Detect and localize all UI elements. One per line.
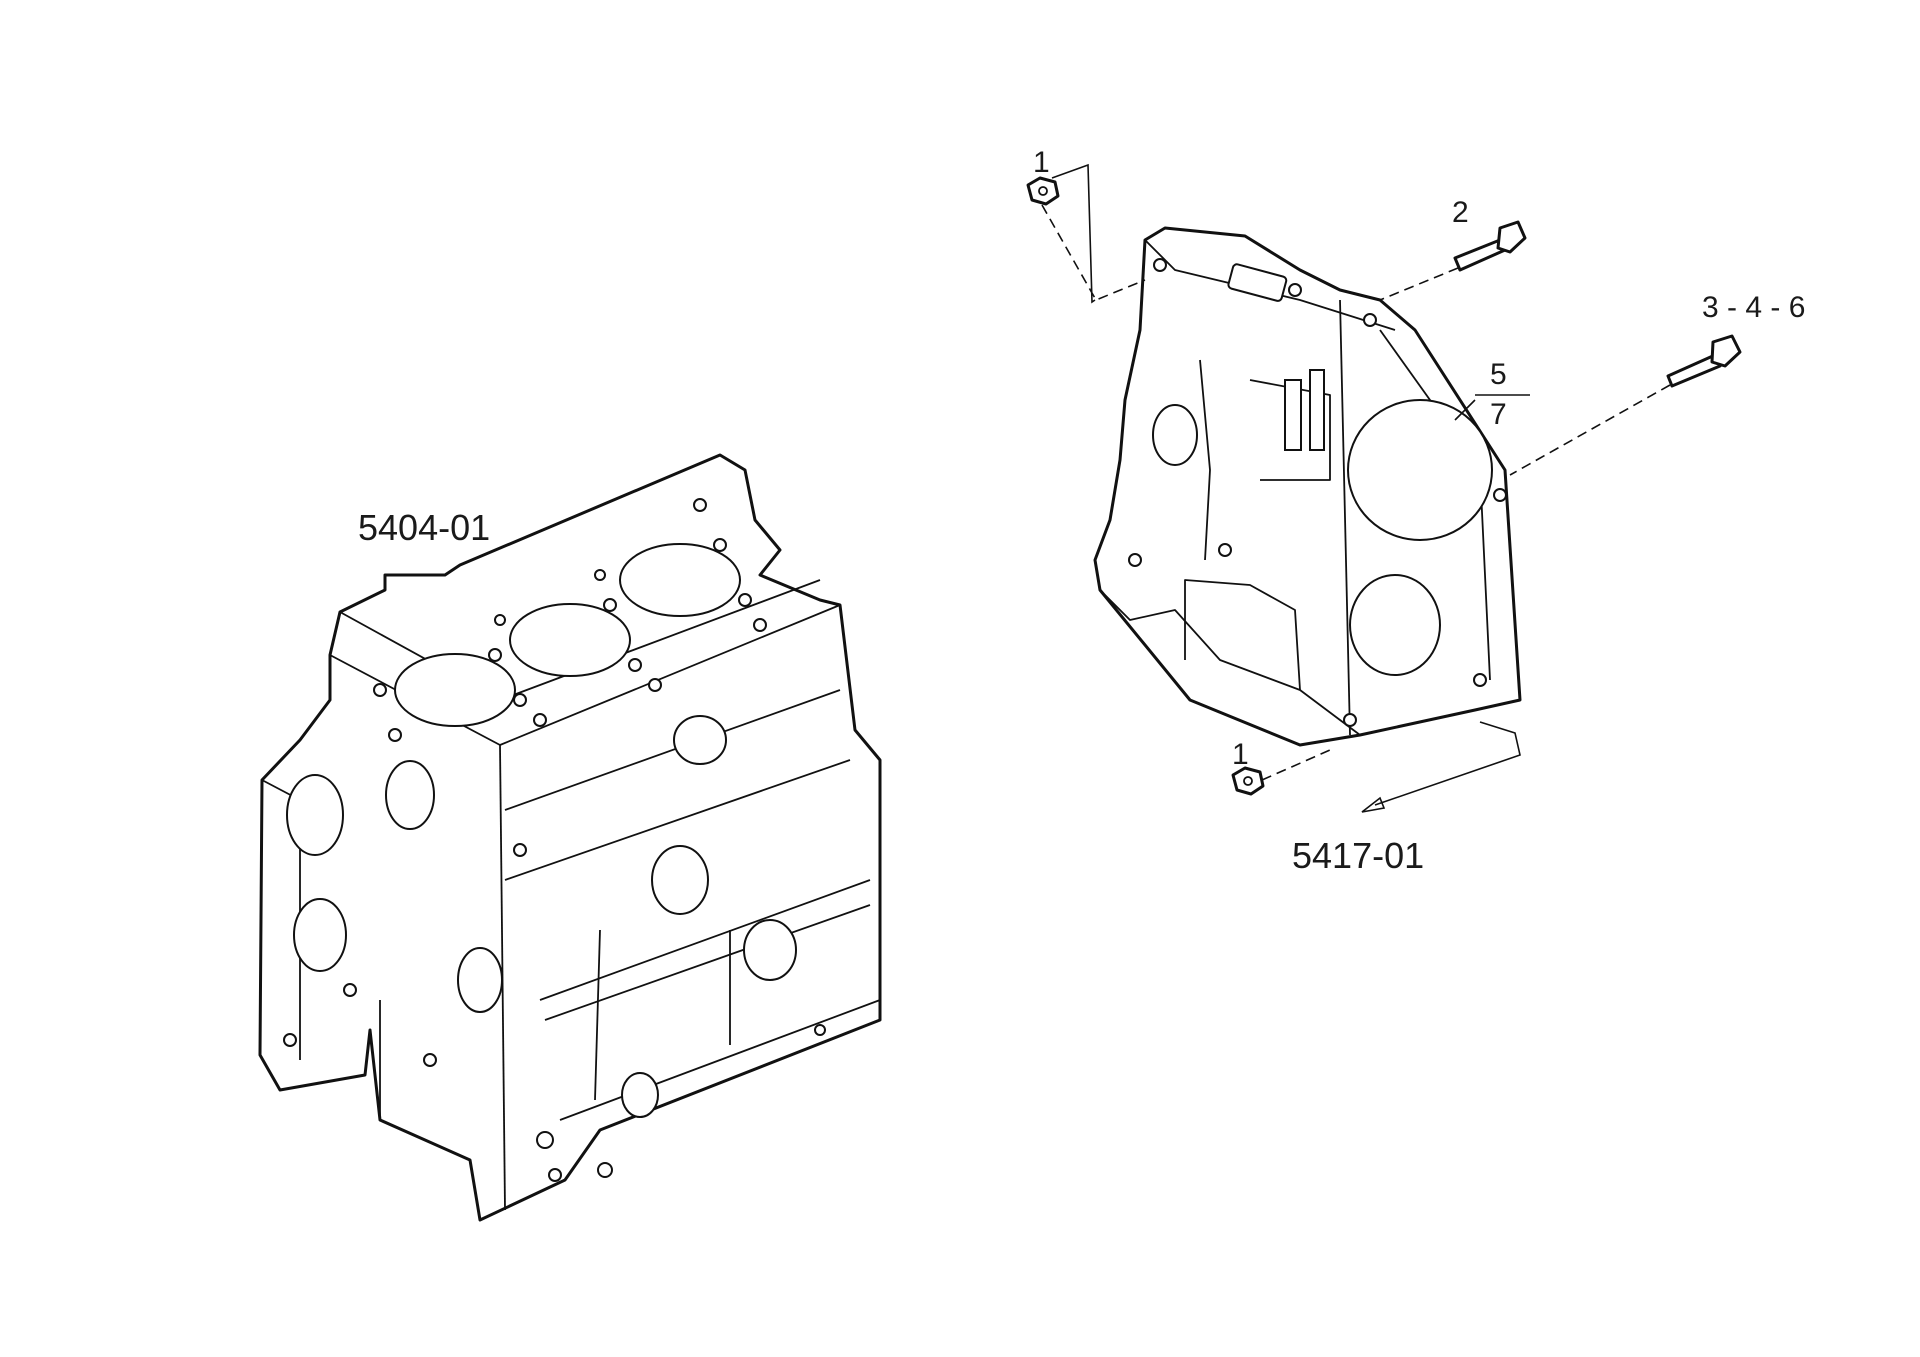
front-plate	[1093, 226, 1522, 747]
assembly-line-nut-top	[1041, 204, 1146, 302]
screw-2	[1453, 220, 1527, 272]
plate-reference-label: 5417-01	[1292, 835, 1425, 876]
engine-block	[258, 453, 882, 1222]
callout-item-1-top: 1	[1033, 146, 1050, 179]
assembly-line-screw-3-4-6	[1509, 384, 1671, 476]
callout-item-2: 2	[1452, 196, 1469, 229]
nut-bottom	[1231, 766, 1265, 796]
nut-top	[1026, 176, 1060, 206]
screw-3-4-6	[1666, 334, 1742, 388]
callout-fraction-top: 5	[1490, 358, 1507, 391]
callout-items-3-4-6: 3 - 4 - 6	[1702, 291, 1806, 324]
assembly-line-screw-2	[1379, 267, 1459, 301]
callout-fraction-bottom: 7	[1490, 398, 1507, 431]
callout-item-1-bottom: 1	[1232, 738, 1249, 771]
block-reference-label: 5404-01	[358, 507, 491, 548]
arrow-5417-01	[1361, 796, 1386, 813]
leader-5417-01	[1374, 721, 1521, 806]
leader-fraction	[1454, 394, 1530, 421]
leader-item-1-top	[1051, 163, 1096, 304]
assembly-line-nut-bottom	[1261, 749, 1331, 781]
